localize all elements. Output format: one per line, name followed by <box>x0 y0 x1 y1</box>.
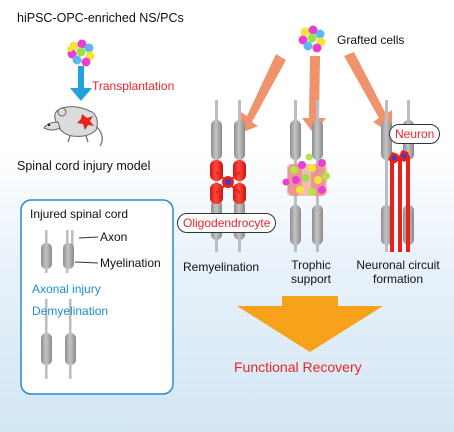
cell-cluster-grafted <box>298 25 326 53</box>
axonal-injury-label: Axonal injury <box>32 282 101 296</box>
model-label: Spinal cord injury model <box>17 159 151 173</box>
inset-frame <box>20 199 174 395</box>
recovery-arrow <box>237 296 383 352</box>
myelination-label: Myelination <box>100 256 161 270</box>
graft-arrow-left <box>238 54 286 134</box>
axon-label: Axon <box>100 230 128 244</box>
oligodendrocyte-cell <box>222 176 234 188</box>
graft-arrow-right <box>344 52 392 134</box>
neuron-cells <box>388 150 410 164</box>
circuit-axons <box>381 100 414 252</box>
trophic-factors <box>282 153 330 196</box>
demyelination-label: Demyelination <box>32 304 109 318</box>
trophic-support-label: Trophic support <box>290 258 332 286</box>
graft-arrow-center <box>302 56 326 134</box>
remyelination-label: Remyelination <box>183 260 260 274</box>
circuit-formation-label: Neuronal circuit formation <box>356 258 440 286</box>
inset-axons <box>41 230 99 379</box>
rat-model-icon <box>43 106 103 147</box>
graft-arrows <box>238 52 392 134</box>
inset-title: Injured spinal cord <box>30 207 129 221</box>
oligodendrocyte-callout: Oligodendrocyte <box>177 213 277 233</box>
source-title: hiPSC-OPC-enriched NS/PCs <box>17 11 184 25</box>
grafted-cells-label: Grafted cells <box>337 33 405 47</box>
functional-recovery-label: Functional Recovery <box>234 359 362 375</box>
cell-cluster-source <box>67 39 95 67</box>
transplantation-label: Transplantation <box>92 79 175 93</box>
transplantation-arrow <box>70 66 92 101</box>
neuron-callout: Neuron <box>389 124 441 144</box>
